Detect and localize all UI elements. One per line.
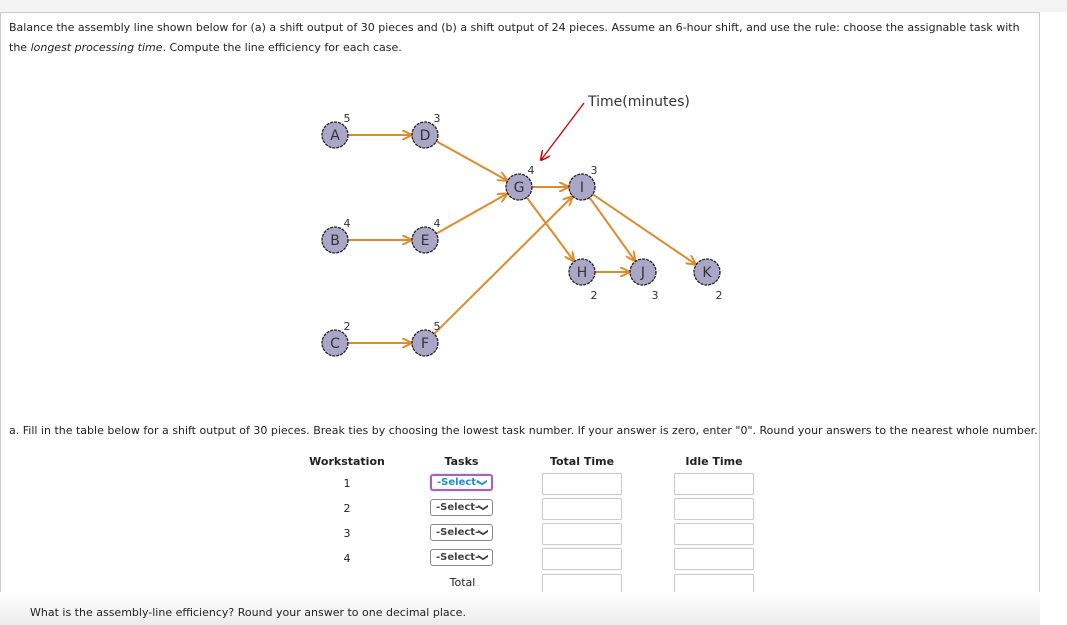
node-F xyxy=(411,329,439,357)
idle-time-input[interactable] xyxy=(674,523,754,545)
tasks-select-value: -Select- xyxy=(437,477,481,488)
question-italic: longest processing time xyxy=(30,41,163,54)
tasks-select-value: -Select- xyxy=(436,552,480,563)
edge-I-J xyxy=(588,196,635,261)
edge-I-K xyxy=(592,193,696,264)
node-label: K xyxy=(702,265,712,281)
node-time: 5 xyxy=(344,112,351,125)
edge-F-I xyxy=(433,197,572,335)
total-time-input[interactable] xyxy=(542,523,622,545)
node-label: F xyxy=(421,336,429,352)
edge-D-G xyxy=(435,140,506,180)
tasks-select-value: -Select- xyxy=(436,527,480,538)
question-text-part: Balance the assembly line shown below fo… xyxy=(9,21,1020,54)
header-idle-time: Idle Time xyxy=(685,455,743,468)
edge-G-H xyxy=(525,196,574,260)
node-J xyxy=(629,258,657,286)
node-time: 2 xyxy=(344,320,351,333)
node-label: I xyxy=(580,180,584,196)
node-label: H xyxy=(577,265,588,281)
node-H xyxy=(568,258,596,286)
annotation-arrow xyxy=(541,102,585,160)
top-bar xyxy=(0,0,1067,12)
node-time: 5 xyxy=(434,320,441,333)
node-time: 4 xyxy=(344,217,351,230)
tasks-select[interactable]: -Select-❯ xyxy=(430,524,493,541)
workstation-number: 2 xyxy=(343,502,351,515)
node-label: G xyxy=(514,180,525,196)
time-annotation: Time(minutes) xyxy=(587,94,690,110)
chevron-down-icon: ❯ xyxy=(476,478,488,487)
node-D xyxy=(411,121,439,149)
node-time: 3 xyxy=(591,164,598,177)
node-time: 4 xyxy=(528,164,535,177)
node-E xyxy=(411,226,439,254)
edge-E-G xyxy=(435,194,506,235)
node-B xyxy=(321,226,349,254)
node-label: E xyxy=(421,233,430,249)
node-G xyxy=(505,173,533,201)
node-label: C xyxy=(330,336,340,352)
workstation-number: 1 xyxy=(343,477,351,490)
idle-time-input[interactable] xyxy=(674,548,754,570)
part-a-instruction: a. Fill in the table below for a shift o… xyxy=(9,424,1038,437)
node-time: 3 xyxy=(434,112,441,125)
chevron-down-icon: ❯ xyxy=(477,528,489,537)
node-label: D xyxy=(420,128,431,144)
question-text-end: . Compute the line efficiency for each c… xyxy=(162,41,402,54)
header-workstation: Workstation xyxy=(309,455,385,468)
node-C xyxy=(321,329,349,357)
idle-time-input[interactable] xyxy=(674,498,754,520)
total-label: Total xyxy=(449,576,476,589)
question-text: Balance the assembly line shown below fo… xyxy=(9,18,1039,58)
total-time-input[interactable] xyxy=(542,498,622,520)
idle-time-input[interactable] xyxy=(674,473,754,495)
node-label: B xyxy=(330,233,340,249)
node-time: 2 xyxy=(591,289,598,302)
chevron-down-icon: ❯ xyxy=(477,503,489,512)
bottom-fade xyxy=(0,592,1040,625)
node-I xyxy=(568,173,596,201)
efficiency-question: What is the assembly-line efficiency? Ro… xyxy=(30,606,466,619)
total-time-input[interactable] xyxy=(542,548,622,570)
tasks-select[interactable]: -Select-❯ xyxy=(430,549,493,566)
header-total-time: Total Time xyxy=(549,455,615,468)
chevron-down-icon: ❯ xyxy=(477,553,489,562)
node-time: 3 xyxy=(652,289,659,302)
header-tasks: Tasks xyxy=(444,455,479,468)
tasks-select[interactable]: -Select-❯ xyxy=(430,474,493,491)
node-time: 2 xyxy=(716,289,723,302)
workstation-number: 4 xyxy=(343,552,351,565)
tasks-select-value: -Select- xyxy=(436,502,480,513)
node-A xyxy=(321,121,349,149)
question-panel xyxy=(0,12,1040,625)
total-time-input[interactable] xyxy=(542,473,622,495)
workstation-number: 3 xyxy=(343,527,351,540)
node-time: 4 xyxy=(434,217,441,230)
node-label: J xyxy=(640,265,645,281)
node-label: A xyxy=(330,128,340,144)
node-K xyxy=(693,258,721,286)
tasks-select[interactable]: -Select-❯ xyxy=(430,499,493,516)
